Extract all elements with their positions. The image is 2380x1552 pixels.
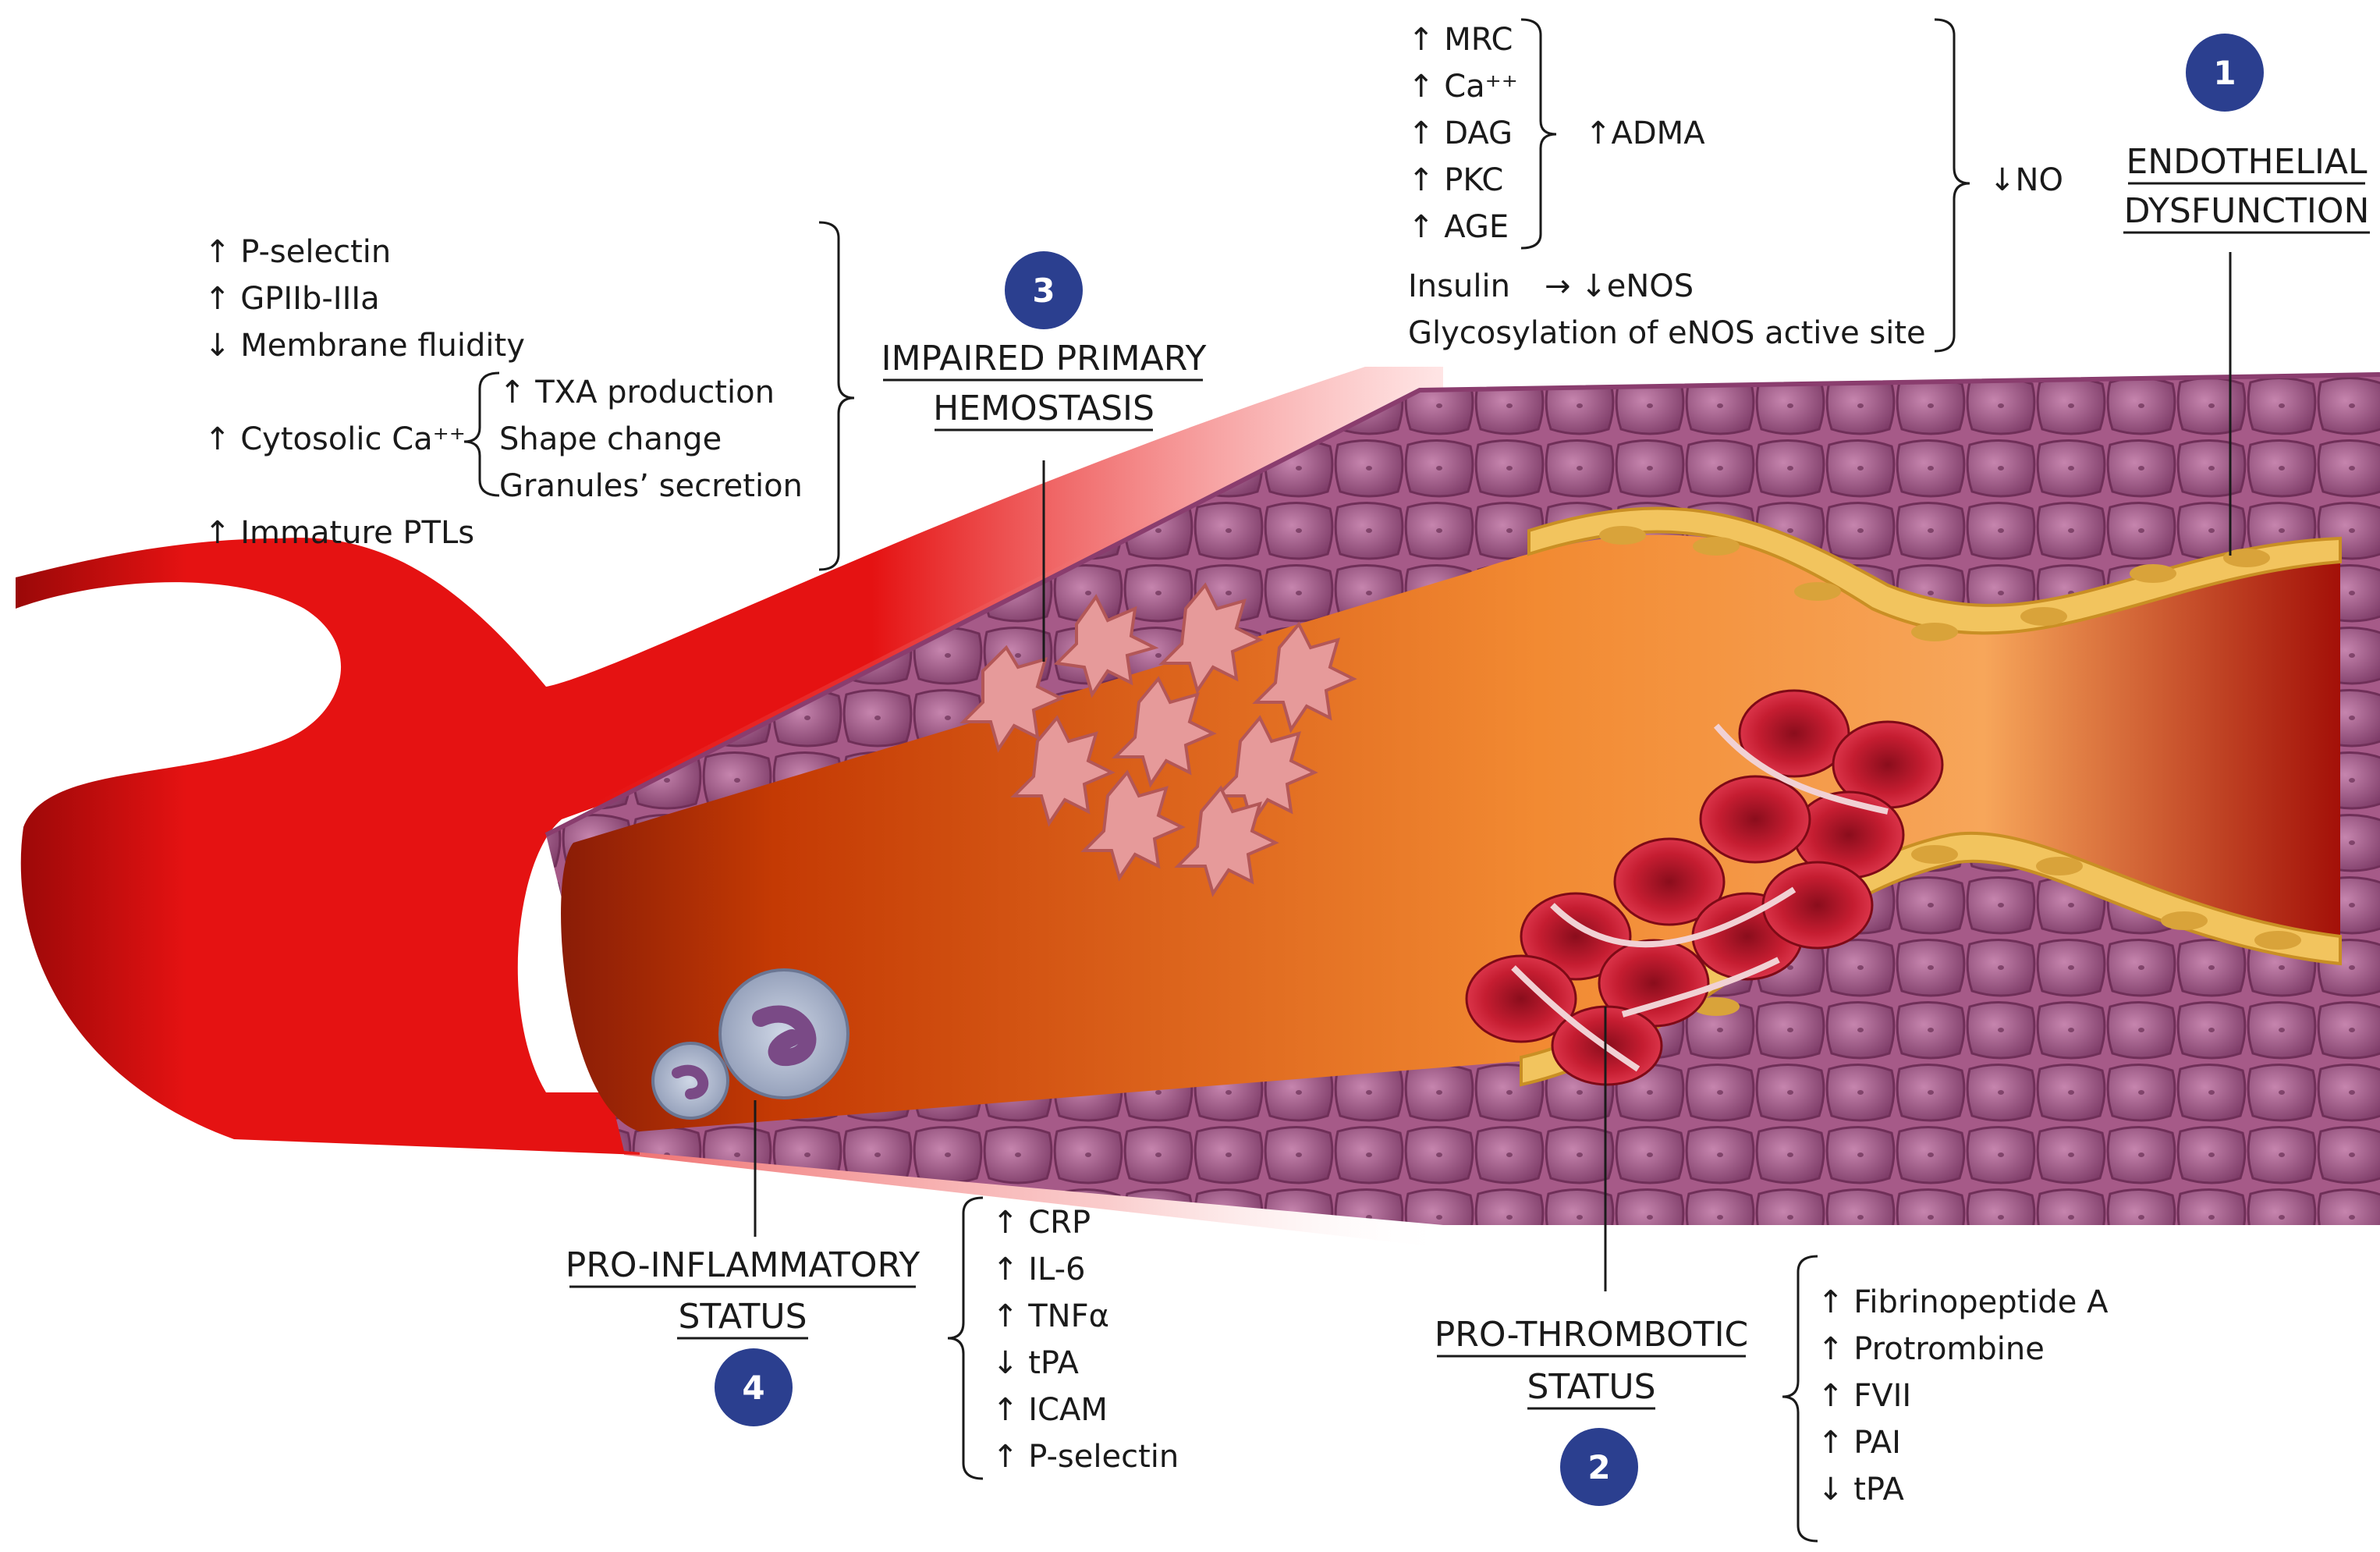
thrombotic-title-line2: STATUS xyxy=(1527,1367,1655,1407)
adma-result: ↑ADMA xyxy=(1585,115,1705,151)
tpa-inflammatory-item: ↓ tPA xyxy=(992,1345,1079,1381)
fibrinopeptide-item: ↑ Fibrinopeptide A xyxy=(1818,1284,2109,1320)
brace-cytosolic xyxy=(463,371,500,497)
endothelium-top xyxy=(1527,506,2342,641)
il6-item: ↑ IL-6 xyxy=(992,1252,1086,1287)
glycosylation-item: Glycosylation of eNOS active site xyxy=(1408,315,1926,351)
section-endothelial: ↑ MRC ↑ Ca⁺⁺ ↑ DAG ↑ PKC ↑ AGE ↑ADMA Ins… xyxy=(1408,18,2370,353)
badge-1-number: 1 xyxy=(2213,54,2236,92)
immature-ptl-item: ↑ Immature PTLs xyxy=(204,515,474,551)
section-inflammatory: PRO-INFLAMMATORY STATUS 4 ↑ CRP ↑ IL-6 ↑… xyxy=(566,1196,1179,1480)
thrombus-clot xyxy=(1465,689,1944,1086)
age-item: ↑ AGE xyxy=(1408,209,1509,245)
p-selectin-item: ↑ P-selectin xyxy=(204,234,391,270)
cytosolic-calcium-item: ↑ Cytosolic Ca⁺⁺ xyxy=(204,421,466,457)
tpa-thrombotic-item: ↓ tPA xyxy=(1818,1472,1904,1508)
mrc-item: ↑ MRC xyxy=(1408,22,1513,58)
inflammatory-title-line1: PRO-INFLAMMATORY xyxy=(566,1245,920,1285)
protrombine-item: ↑ Protrombine xyxy=(1818,1331,2045,1367)
pai-item: ↑ PAI xyxy=(1818,1425,1901,1461)
p-selectin-inflammatory-item: ↑ P-selectin xyxy=(992,1439,1179,1475)
brace-no xyxy=(1934,18,1970,353)
tnf-item: ↑ TNFα xyxy=(992,1298,1109,1334)
badge-4 xyxy=(715,1348,793,1426)
insulin-label: Insulin xyxy=(1408,268,1510,304)
badge-2 xyxy=(1560,1428,1638,1506)
crp-item: ↑ CRP xyxy=(992,1205,1091,1241)
brace-inflammatory xyxy=(947,1196,984,1480)
endothelial-title-line2: DYSFUNCTION xyxy=(2124,191,2370,231)
section-hemostasis: ↑ P-selectin ↑ GPIIb-IIIa ↓ Membrane flu… xyxy=(204,221,1207,571)
white-blood-cells xyxy=(651,968,849,1120)
platelet-aggregate xyxy=(959,582,1357,897)
calcium-item: ↑ Ca⁺⁺ xyxy=(1408,69,1518,105)
icam-item: ↑ ICAM xyxy=(992,1392,1108,1428)
thrombotic-title-line1: PRO-THROMBOTIC xyxy=(1435,1315,1749,1355)
hemostasis-title-line1: IMPAIRED PRIMARY xyxy=(881,339,1207,378)
pkc-item: ↑ PKC xyxy=(1408,162,1503,198)
fvii-item: ↑ FVII xyxy=(1818,1378,1911,1414)
dag-item: ↑ DAG xyxy=(1408,115,1513,151)
badge-2-number: 2 xyxy=(1587,1448,1610,1486)
brace-adma xyxy=(1520,18,1557,250)
badge-3-number: 3 xyxy=(1032,272,1055,310)
hemostasis-title-line2: HEMOSTASIS xyxy=(933,389,1155,428)
membrane-fluidity-item: ↓ Membrane fluidity xyxy=(204,328,525,364)
shape-change-item: Shape change xyxy=(499,421,722,457)
brace-thrombotic xyxy=(1782,1255,1818,1543)
enos-result: → ↓eNOS xyxy=(1545,268,1694,304)
badge-4-number: 4 xyxy=(742,1369,764,1407)
badge-1 xyxy=(2186,34,2264,112)
no-result: ↓NO xyxy=(1989,162,2063,198)
inflammatory-title-line2: STATUS xyxy=(678,1297,807,1337)
section-prothrombotic: PRO-THROMBOTIC STATUS 2 ↑ Fibrinopeptide… xyxy=(1435,1255,2109,1543)
badge-3 xyxy=(1005,251,1083,329)
endothelial-title-line1: ENDOTHELIAL xyxy=(2126,142,2368,182)
vessel-lumen xyxy=(561,534,2341,1131)
gpiib-item: ↑ GPIIb-IIIa xyxy=(204,281,380,317)
granules-item: Granules’ secretion xyxy=(499,468,803,504)
txa-item: ↑ TXA production xyxy=(499,375,775,410)
brace-hemostasis xyxy=(818,221,855,571)
